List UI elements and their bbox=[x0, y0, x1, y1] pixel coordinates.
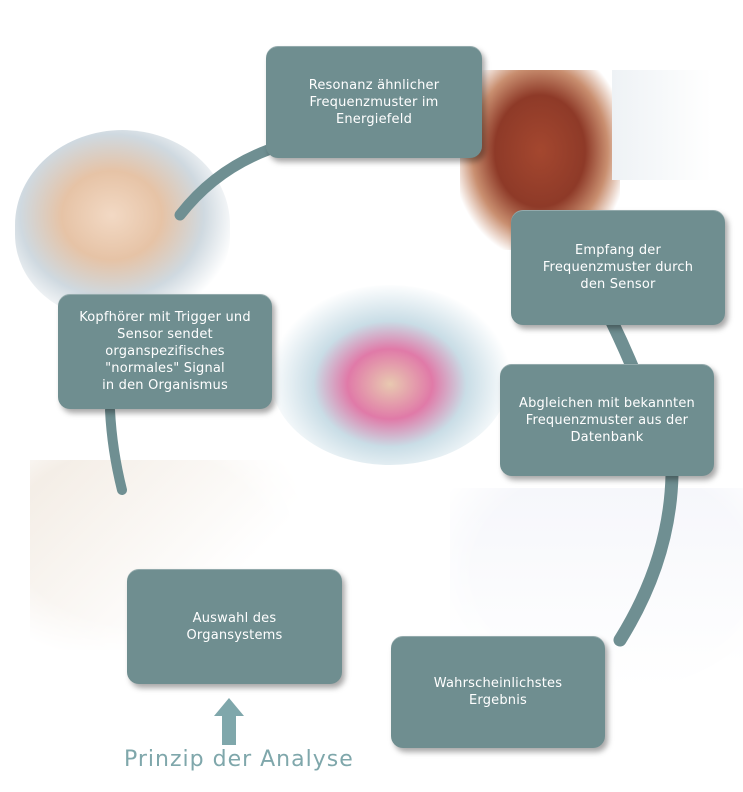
box-result: Wahrscheinlichstes Ergebnis bbox=[391, 636, 605, 748]
software-toolbar-image bbox=[612, 70, 712, 180]
up-arrow-icon bbox=[214, 698, 244, 745]
child-with-headphones-photo bbox=[15, 130, 230, 320]
arc-left bbox=[105, 405, 127, 495]
box-resonance: Resonanz ähnlicher Frequenzmuster im Ene… bbox=[266, 46, 482, 158]
box-compare: Abgleichen mit bekannten Frequenzmuster … bbox=[500, 364, 714, 476]
box-headphones: Kopfhörer mit Trigger und Sensor sendet … bbox=[58, 294, 272, 409]
box-selection: Auswahl des Organsystems bbox=[127, 569, 342, 684]
doctor-patient-group-photo bbox=[270, 285, 510, 465]
diagram-title: Prinzip der Analyse bbox=[124, 747, 354, 772]
box-reception: Empfang der Frequenzmuster durch den Sen… bbox=[511, 210, 725, 325]
arc-top-left bbox=[174, 144, 274, 221]
